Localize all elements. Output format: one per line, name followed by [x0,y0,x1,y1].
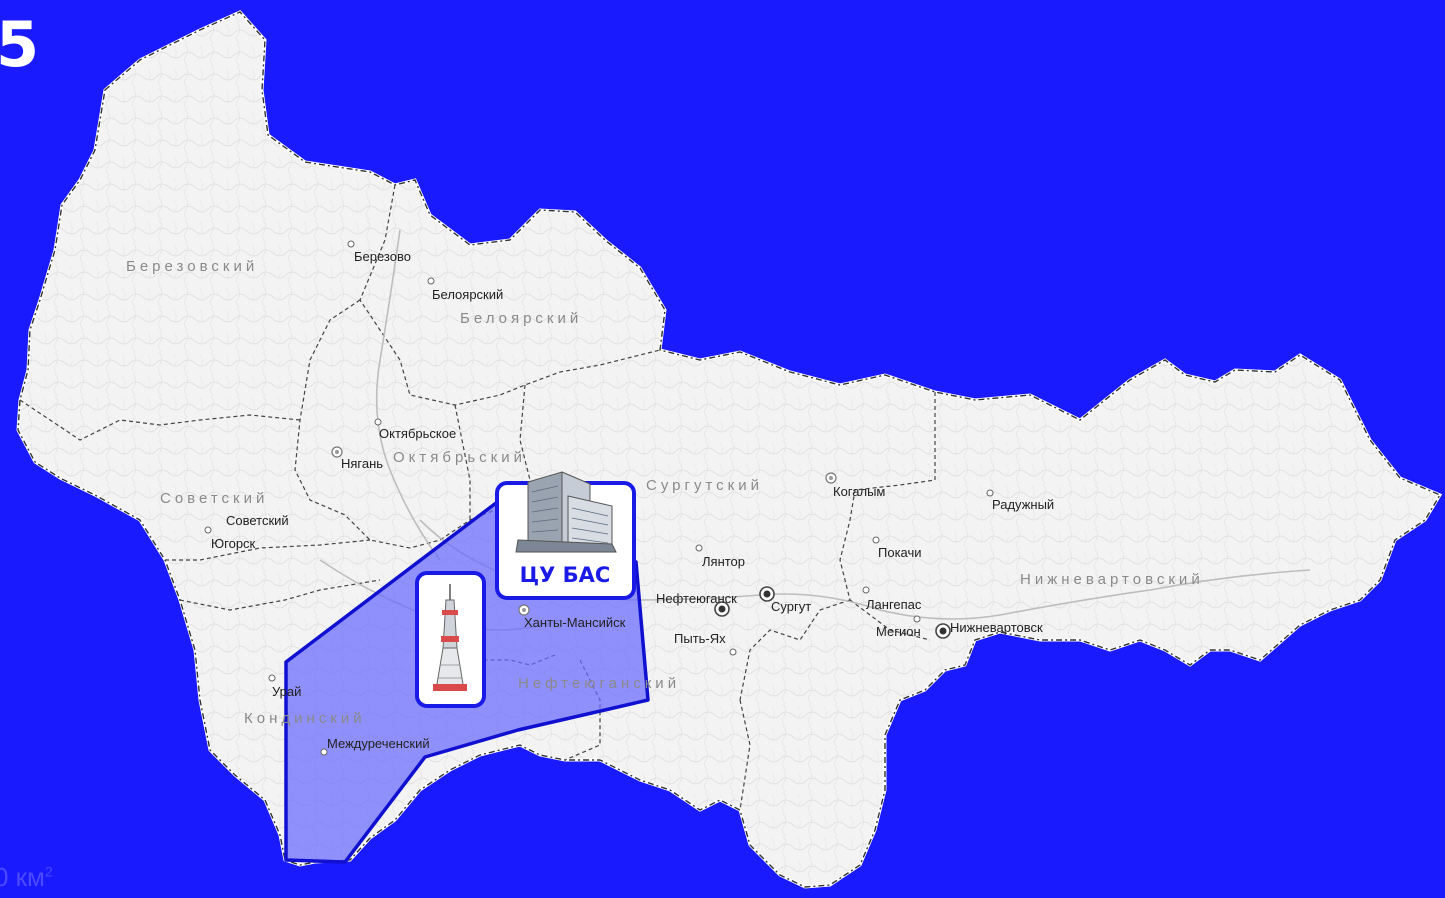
city-label-pyt-yakh: Пыть-Ях [674,631,726,646]
city-label-nefteyugansk: Нефтеюганск [656,591,737,606]
radio-tower-icon [433,584,467,691]
control-center-marker[interactable]: ЦУ БАС [495,471,636,600]
city-label-yugorsk: Югорск [211,536,256,551]
district-label-nizhnevartovsky: Нижневартовский [1020,571,1204,588]
office-building-icon [515,471,617,553]
city-label-nizhnevartovsk: Нижневартовск [950,620,1043,635]
city-label-pokachi: Покачи [878,545,922,560]
control-center-label: ЦУ БАС [520,563,611,587]
district-labels: Березовский Белоярский Октябрьский Совет… [126,258,1204,727]
district-label-kondinsky: Кондинский [244,710,366,727]
city-label-nyagan: Нягань [341,456,383,471]
city-label-uray: Урай [272,684,301,699]
city-label-beloyarsky: Белоярский [432,287,503,302]
city-label-berezovo: Березово [354,249,411,264]
district-label-beloyarsky: Белоярский [460,310,582,327]
slide-number: 5 [0,8,39,81]
region-border [17,11,1442,888]
city-label-megion: Мегион [876,624,921,639]
city-label-sovetsky: Советский [226,513,289,528]
city-markers [204,240,994,756]
district-label-surgutsky: Сургутский [646,477,763,494]
city-label-surgut: Сургут [771,599,811,614]
region-land [16,10,1443,889]
area-value: 0 км [0,862,45,892]
city-label-khanty-mansiysk: Ханты-Мансийск [524,615,626,630]
city-label-kogalym: Когалым [833,484,885,499]
city-label-raduzhny: Радужный [992,497,1054,512]
city-label-lyantor: Лянтор [702,554,745,569]
area-unit-sup: 2 [44,863,53,880]
district-label-oktyabrsky: Октябрьский [393,449,526,466]
district-label-sovetsky: Советский [160,490,268,507]
area-caption: 0 км2 [0,864,53,890]
city-label-mezhdurechensky: Междуреченский [327,736,430,751]
district-label-berezovsky: Березовский [126,258,258,275]
city-label-langepas: Лангепас [866,597,922,612]
city-labels: Березово Белоярский Октябрьское Нягань С… [211,249,1054,751]
city-label-oktyabrskoe: Октябрьское [379,426,456,441]
district-label-nefteyugansky: Нефтеюганский [518,675,680,692]
tower-marker[interactable] [415,571,486,708]
district-boundaries [19,184,936,811]
